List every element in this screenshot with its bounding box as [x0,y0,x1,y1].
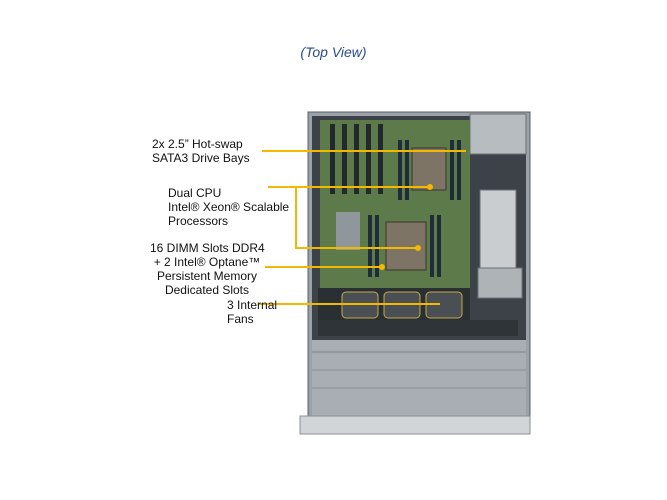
callout-cpu-line1: Dual CPU [168,186,222,200]
callout-dots [379,184,433,270]
callout-drive-bays-line1: 2x 2.5” Hot-swap [152,137,243,151]
view-title: (Top View) [300,44,367,60]
callout-cpu: Dual CPU Intel® Xeon® Scalable Processor… [168,186,289,228]
callout-drive-bays: 2x 2.5” Hot-swap SATA3 Drive Bays [152,137,250,165]
callout-fans: 3 Internal Fans [227,298,277,326]
callout-dimm-line4: Dedicated Slots [164,283,250,297]
callout-fans-line2: Fans [227,312,254,326]
drive-cage [299,340,531,435]
callout-dimm: 16 DIMM Slots DDR4 + 2 Intel® Optane™ Pe… [150,241,265,297]
callout-cpu-line3: Processors [168,214,229,228]
callout-dimm-line2: + 2 Intel® Optane™ [153,255,261,269]
callout-dimm-line1: 16 DIMM Slots DDR4 [150,241,265,255]
callout-line-cpu-branch [284,186,418,249]
callout-fans-line1: 3 Internal [227,298,278,312]
callout-dimm-line3: Persistent Memory [156,269,258,283]
callout-lines [258,150,466,305]
callout-drive-bays-line2: SATA3 Drive Bays [152,151,250,165]
motherboard [320,120,470,288]
callout-cpu-line2: Intel® Xeon® Scalable [168,200,290,214]
